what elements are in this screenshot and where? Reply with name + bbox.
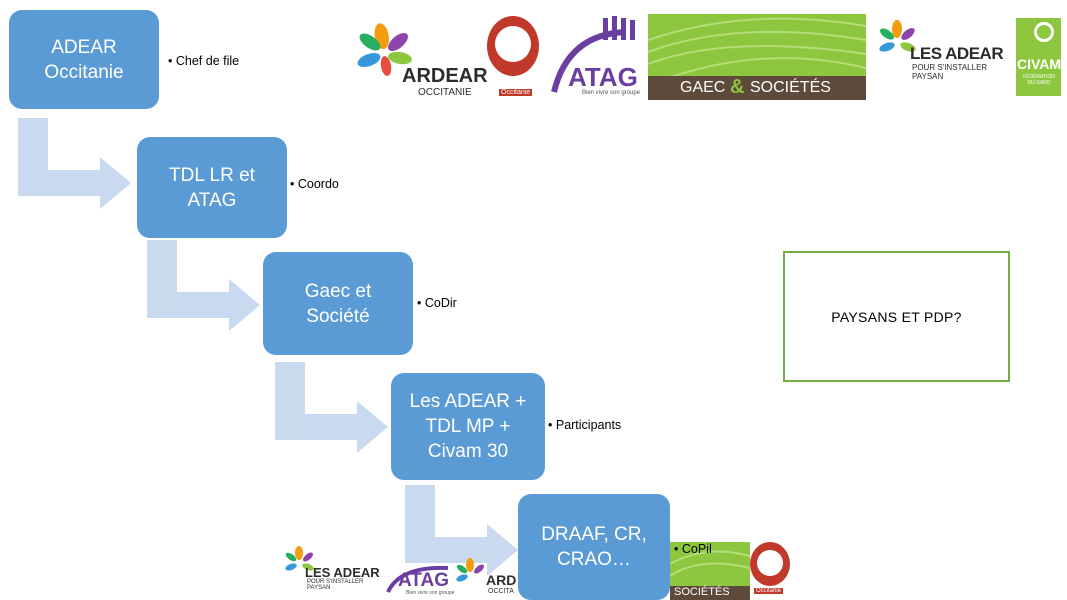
- callout-box: PAYSANS ET PDP?: [783, 251, 1010, 382]
- arrow-3: [275, 362, 388, 453]
- logo-ardear-bottom: ARD OCCITA: [456, 558, 522, 600]
- field-lines-icon: [648, 17, 866, 78]
- step-box-1: ADEAR Occitanie: [9, 10, 159, 109]
- flower-icon: [456, 558, 484, 582]
- step-box-3: Gaec et Société: [263, 252, 413, 355]
- step-label-2: TDL LR et ATAG: [169, 164, 255, 211]
- logo-terre-de-liens-bottom: Occitanie: [748, 540, 792, 598]
- step-box-4: Les ADEAR + TDL MP + Civam 30: [391, 373, 545, 480]
- swoosh-icon: [386, 565, 449, 593]
- flower-icon: [285, 546, 314, 571]
- spiral-icon: [1034, 22, 1054, 42]
- logo-atag: ATAG Bien vivre son groupe: [548, 14, 646, 100]
- arrow-1: [18, 118, 131, 209]
- step-label-1: ADEAR Occitanie: [44, 36, 124, 83]
- flower-icon: [879, 20, 916, 52]
- callout-text: PAYSANS ET PDP?: [831, 308, 962, 325]
- logo-atag-bottom: ATAG Bien vivre son groupe: [384, 562, 456, 600]
- logo-gaec-societes: GAEC & SOCIÉTÉS: [648, 14, 866, 100]
- logo-les-adear: LES ADEAR POUR S'INSTALLER PAYSAN: [877, 18, 1007, 90]
- step-note-4: Participants: [548, 418, 621, 432]
- step-box-5: DRAAF, CR, CRAO…: [518, 494, 670, 600]
- arrow-4: [405, 485, 518, 576]
- seal-icon: [487, 16, 539, 76]
- step-note-3: CoDir: [417, 296, 457, 310]
- step-label-3: Gaec et Société: [304, 280, 372, 327]
- step-note-1: Chef de file: [168, 54, 239, 68]
- step-note-2: Coordo: [290, 177, 339, 191]
- seal-icon: [750, 542, 790, 586]
- arrow-2: [147, 240, 260, 331]
- logo-les-adear-bottom: LES ADEAR POUR S'INSTALLER PAYSAN: [283, 543, 383, 593]
- flower-icon: [357, 23, 412, 76]
- logo-terre-de-liens: Occitanie: [485, 14, 545, 100]
- step-label-5: DRAAF, CR, CRAO…: [541, 524, 647, 570]
- people-icon: [551, 16, 635, 93]
- step-box-2: TDL LR et ATAG: [137, 137, 287, 238]
- step-label-4: Les ADEAR + TDL MP + Civam 30: [409, 391, 527, 462]
- logo-ardear-occitanie: ARDEAR OCCITANIE: [352, 14, 487, 100]
- logo-civam: CIVAM FÉDÉRATION DU GARD: [1016, 18, 1061, 96]
- step-note-5: CoPil: [674, 542, 712, 556]
